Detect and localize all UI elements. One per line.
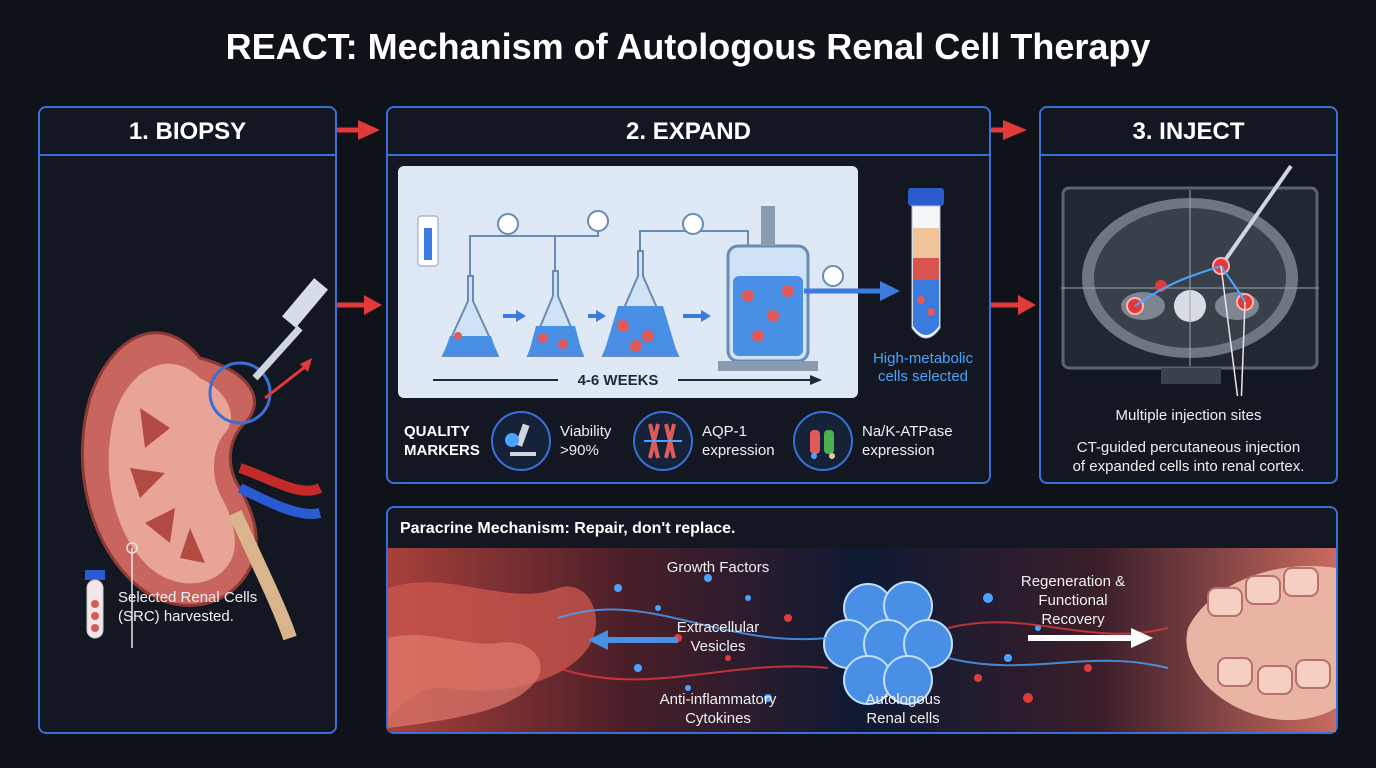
ion-pump-icon <box>793 411 853 471</box>
inject-caption: CT-guided percutaneous injection of expa… <box>1072 439 1305 475</box>
to-tube-arrow <box>804 281 900 301</box>
extracellular-vesicles-label: Extracellular Vesicles <box>676 619 760 655</box>
biopsy-caption: Selected Renal Cells (SRC) harvested. <box>118 589 258 625</box>
kidney-illustration <box>80 278 328 648</box>
paracrine-tissue-illustration <box>388 548 1336 732</box>
growth-factors-label: Growth Factors <box>666 559 770 576</box>
biopsy-panel: 1. BIOPSY Selected Renal Cells (SRC) har… <box>38 106 337 734</box>
selected-cells-tube-icon <box>908 188 944 339</box>
microscope-icon <box>491 411 551 471</box>
outcome-label: Regeneration & Functional Recovery <box>1020 573 1126 628</box>
injection-sites-label: Multiple injection sites <box>1115 407 1262 424</box>
inject-header: 3. INJECT <box>1041 108 1336 156</box>
flow-arrow-mid-1 <box>336 295 382 315</box>
inject-panel: 3. INJECT Multiple injection sites CT-gu… <box>1039 106 1338 484</box>
selected-cells-label: High-metabolic cells selected <box>872 350 974 385</box>
cytokines-label: Anti-inflammatory Cytokines <box>659 691 777 727</box>
sample-tube-icon <box>85 570 105 639</box>
marker-aqp1: AQP-1 expression <box>702 423 775 459</box>
paracrine-mechanism-panel: Paracrine Mechanism: Repair, don't repla… <box>386 506 1338 734</box>
expand-panel: 2. EXPAND 4-6 WEEKS <box>386 106 991 484</box>
ct-scan-illustration <box>1061 164 1319 396</box>
mechanism-heading: Paracrine Mechanism: Repair, don't repla… <box>400 520 736 537</box>
autologous-cells-label: Autologous Renal cells <box>865 691 941 727</box>
expand-header: 2. EXPAND <box>388 108 989 156</box>
biopsy-header: 1. BIOPSY <box>40 108 335 156</box>
flow-arrow-mid-2 <box>990 295 1036 315</box>
aquaporin-icon <box>633 411 693 471</box>
duration-label: 4-6 WEEKS <box>558 372 678 390</box>
marker-na-k-atpase: Na/K-ATPase expression <box>862 423 953 459</box>
page-title: REACT: Mechanism of Autologous Renal Cel… <box>225 26 1151 67</box>
quality-markers-label: QUALITY MARKERS <box>404 423 480 459</box>
marker-viability: Viability >90% <box>560 423 612 459</box>
bioreactor-lab-illustration <box>398 166 858 398</box>
